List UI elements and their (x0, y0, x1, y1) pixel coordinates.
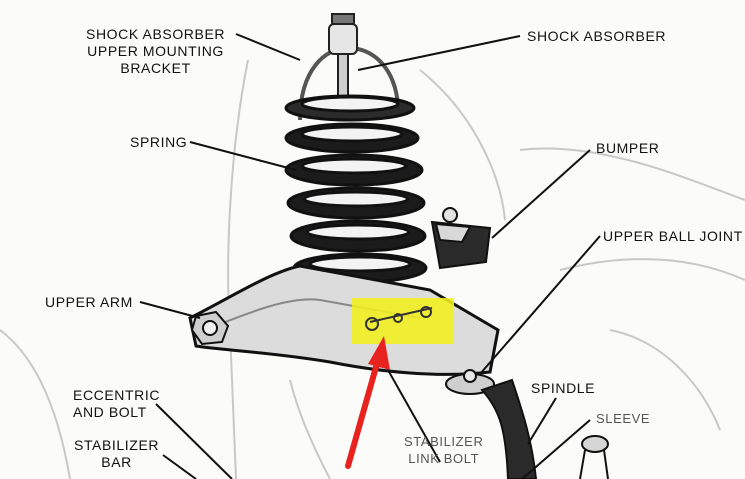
highlight-marker (352, 298, 454, 344)
upper-arm-shape (188, 264, 500, 376)
label-eccentric-bolt-line2: AND BOLT (73, 404, 147, 420)
label-bumper: BUMPER (596, 140, 660, 156)
red-pointer-arrow (345, 336, 390, 469)
label-eccentric-bolt: ECCENTRIC AND BOLT (73, 387, 160, 421)
label-stabilizer-link-bolt-line1: STABILIZER (404, 434, 484, 449)
label-stabilizer-bar-line1: STABILIZER (74, 437, 160, 453)
highlight-details (365, 306, 433, 331)
label-shock-bracket-line3: BRACKET (120, 60, 191, 76)
label-upper-ball-joint: UPPER BALL JOINT (603, 228, 743, 244)
label-stabilizer-link-bolt-line2: LINK BOLT (408, 451, 480, 466)
label-upper-arm: UPPER ARM (45, 294, 133, 310)
label-shock-absorber: SHOCK ABSORBER (527, 28, 667, 44)
label-shock-bracket-line1: SHOCK ABSORBER (86, 26, 226, 42)
leader-lines (139, 33, 601, 479)
label-shock-bracket: SHOCK ABSORBER UPPER MOUNTING BRACKET (86, 26, 225, 77)
label-stabilizer-link-bolt: STABILIZER LINK BOLT (404, 433, 483, 467)
label-sleeve: SLEEVE (596, 411, 651, 426)
bumper-shape (430, 207, 492, 270)
label-shock-bracket-line2: UPPER MOUNTING (87, 43, 224, 59)
label-spring: SPRING (130, 134, 188, 150)
spindle-shape (480, 378, 538, 479)
shock-absorber-shape (328, 13, 358, 105)
label-stabilizer-bar-line2: BAR (101, 454, 132, 470)
label-spindle: SPINDLE (531, 380, 596, 396)
label-stabilizer-bar: STABILIZER BAR (74, 437, 159, 471)
eccentric-bolt-shape (190, 310, 230, 346)
label-eccentric-bolt-line1: ECCENTRIC (73, 387, 161, 403)
sleeve-shape (579, 435, 609, 479)
